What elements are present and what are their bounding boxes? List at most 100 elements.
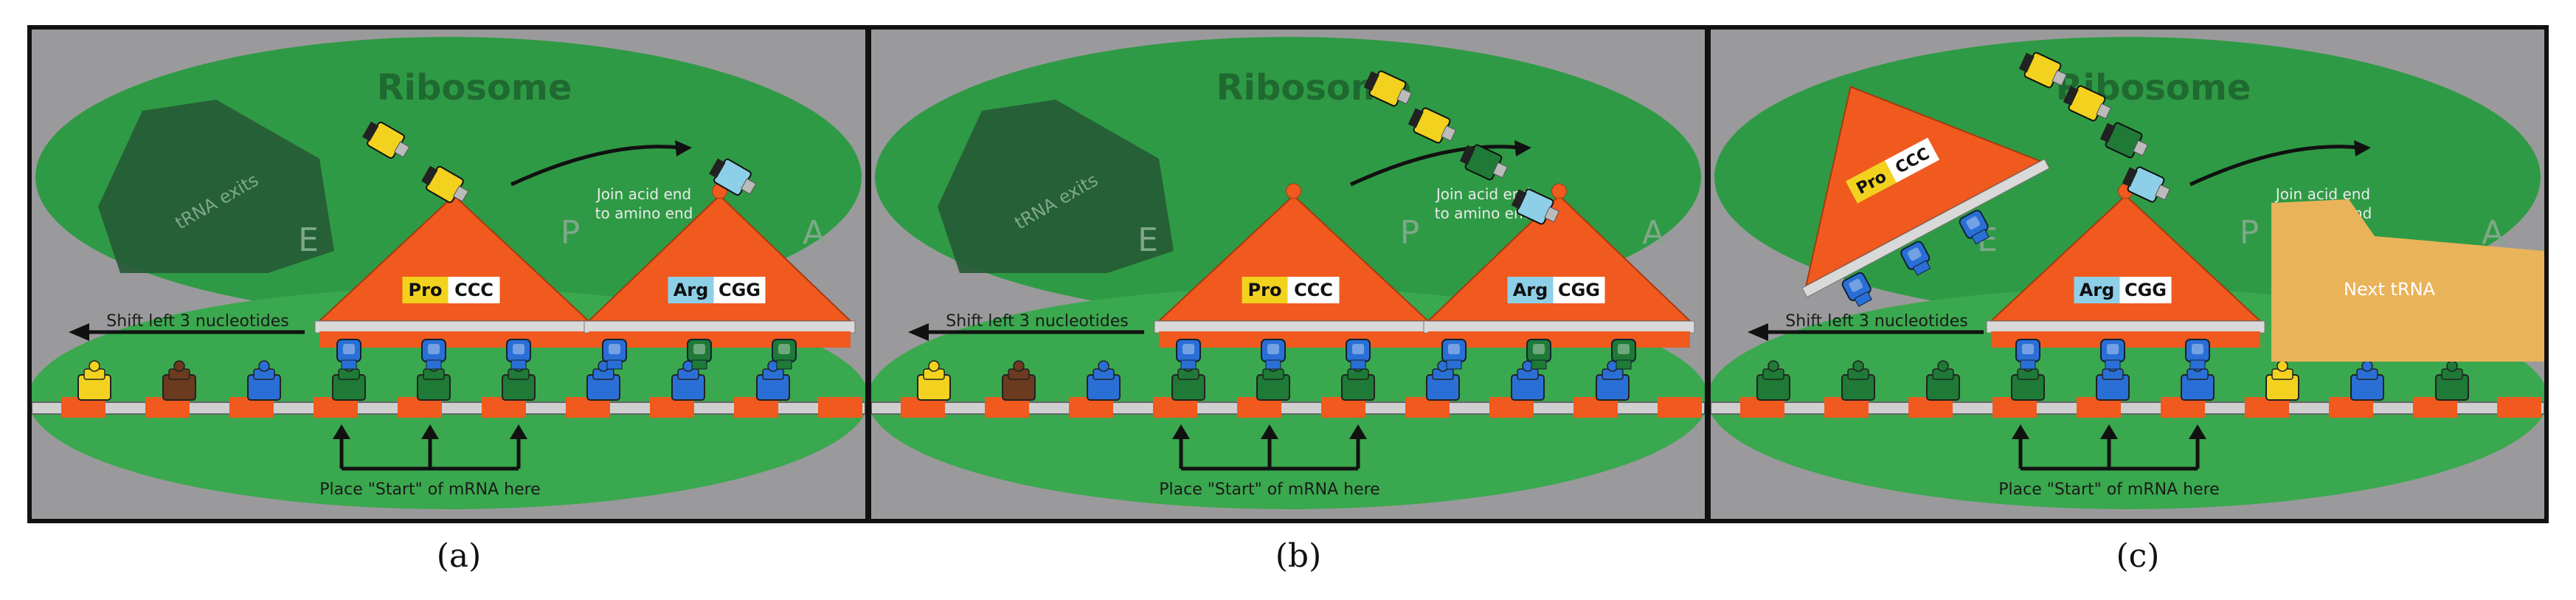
nucleotide bbox=[586, 360, 620, 401]
shift-label: Shift left 3 nucleotides bbox=[1785, 312, 1967, 331]
place-arrow-head bbox=[1349, 424, 1367, 439]
rod-connector bbox=[2497, 397, 2541, 418]
amino-block bbox=[2099, 122, 2149, 159]
anticodon-tooth bbox=[2015, 339, 2040, 370]
place-label: Place "Start" of mRNA here bbox=[319, 480, 540, 499]
nucleotide bbox=[2435, 360, 2469, 401]
join-text-2: to amino end bbox=[595, 204, 693, 222]
exit-tooth bbox=[1900, 241, 1931, 276]
join-arrow-head bbox=[675, 140, 692, 156]
join-text-1: Join acid end bbox=[2274, 185, 2370, 203]
anticodon-tooth bbox=[421, 339, 446, 370]
join-arrow bbox=[510, 145, 682, 187]
site-e-label: E bbox=[1138, 221, 1158, 259]
site-p-label: P bbox=[2240, 214, 2260, 252]
trna_left-amino: Pro bbox=[1248, 280, 1282, 300]
nucleotide bbox=[756, 360, 790, 401]
nucleotide bbox=[1596, 360, 1630, 401]
join-arrow bbox=[1349, 145, 1521, 187]
nucleotide bbox=[1511, 360, 1545, 401]
anticodon-tooth bbox=[2100, 339, 2125, 370]
amino-block bbox=[709, 158, 757, 196]
nucleotide bbox=[671, 360, 705, 401]
shift-label: Shift left 3 nucleotides bbox=[106, 312, 288, 331]
anticodon-tooth bbox=[1526, 339, 1551, 370]
shift-arrow-head bbox=[1748, 323, 1768, 341]
anticodon-tooth bbox=[1176, 339, 1201, 370]
site-p-label: P bbox=[1400, 214, 1420, 252]
anticodon-tooth bbox=[2185, 339, 2210, 370]
site-a-label: A bbox=[803, 214, 825, 252]
amino-block bbox=[1363, 70, 1413, 107]
nucleotide bbox=[162, 360, 196, 401]
exit-silhouette bbox=[98, 100, 334, 273]
join-arrow bbox=[2189, 145, 2361, 187]
nucleotide bbox=[417, 360, 451, 401]
trna-right: Arg CGG bbox=[1423, 183, 1695, 348]
join-text-1: Join acid end bbox=[595, 185, 691, 203]
amino-block bbox=[2018, 52, 2068, 89]
anticodon-tooth bbox=[1261, 339, 1286, 370]
amino-block bbox=[1459, 144, 1509, 181]
place-arrow-head bbox=[1172, 424, 1190, 439]
shift-arrow-head bbox=[908, 323, 929, 341]
trna-left: Pro CCC bbox=[1154, 183, 1433, 348]
nucleotide bbox=[1926, 360, 1960, 401]
anticodon-tooth bbox=[602, 339, 627, 370]
place-arrow-head bbox=[510, 424, 527, 439]
nucleotide bbox=[1756, 360, 1790, 401]
site-a-label: A bbox=[1642, 214, 1664, 252]
anticodon-tooth bbox=[1346, 339, 1371, 370]
anticodon-tooth bbox=[772, 339, 797, 370]
nucleotide bbox=[2265, 360, 2299, 401]
rod-connector bbox=[818, 397, 862, 418]
nucleotide bbox=[1087, 360, 1121, 401]
site-a-label: A bbox=[2482, 214, 2504, 252]
anticodon-tooth bbox=[1611, 339, 1636, 370]
nucleotide bbox=[77, 360, 111, 401]
amino-block bbox=[362, 121, 410, 159]
exit-tooth bbox=[1841, 272, 1872, 307]
nucleotide bbox=[1841, 360, 1875, 401]
site-e-label: E bbox=[298, 221, 319, 259]
amino-block bbox=[2063, 85, 2112, 122]
anticodon-tooth bbox=[687, 339, 712, 370]
nucleotide bbox=[1426, 360, 1460, 401]
amino-block bbox=[1408, 107, 1457, 144]
caption-b: (b) bbox=[1275, 537, 1322, 575]
exit-tooth bbox=[1959, 210, 1990, 245]
shift-arrow-head bbox=[69, 323, 89, 341]
trna_right-amino: Arg bbox=[1513, 280, 1548, 300]
place-arrow-head bbox=[421, 424, 439, 439]
place-arrow-head bbox=[1261, 424, 1278, 439]
nucleotide bbox=[247, 360, 281, 401]
place-arrow-head bbox=[333, 424, 350, 439]
anticodon-tooth bbox=[506, 339, 531, 370]
exit-silhouette bbox=[938, 100, 1174, 273]
place-arrow-head bbox=[2189, 424, 2206, 439]
amino-block bbox=[421, 165, 469, 204]
join-arrow-head bbox=[1514, 140, 1531, 156]
trna_right-amino: Arg bbox=[2080, 280, 2115, 300]
trna_left-amino: Pro bbox=[409, 280, 443, 300]
nucleotide bbox=[1002, 360, 1036, 401]
trna_right-anticodon: CGG bbox=[1558, 280, 1600, 300]
ribosome-label: Ribosome bbox=[377, 67, 572, 108]
next-trna-silhouette bbox=[2271, 199, 2544, 362]
trna_left-anticodon: CCC bbox=[1294, 280, 1333, 300]
trna_right-amino: Arg bbox=[674, 280, 709, 300]
anticodon-tooth bbox=[1441, 339, 1467, 370]
nucleotide bbox=[2350, 360, 2384, 401]
caption-a: (a) bbox=[436, 537, 482, 575]
trna_left-anticodon: CCC bbox=[454, 280, 494, 300]
site-p-label: P bbox=[561, 214, 581, 252]
anticodon-tooth bbox=[336, 339, 361, 370]
rod-connector bbox=[1658, 397, 1702, 418]
caption-c: (c) bbox=[2116, 537, 2160, 575]
